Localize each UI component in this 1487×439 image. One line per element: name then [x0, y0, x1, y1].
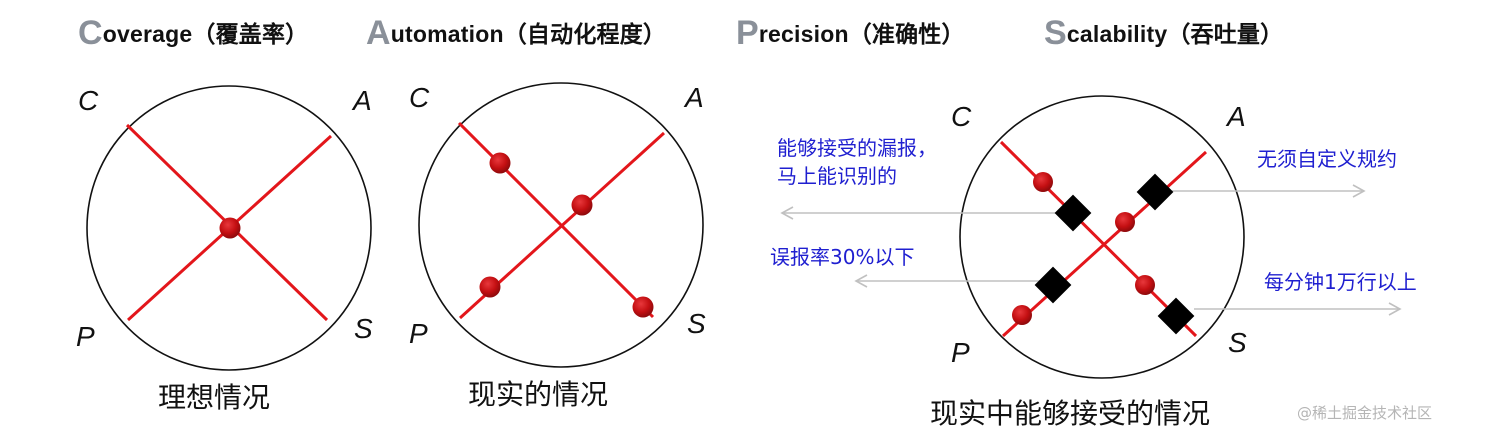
caption-ideal: 理想情况	[158, 381, 271, 414]
boundary-circle	[86, 85, 372, 371]
diagram-ideal: C A P S	[76, 85, 373, 371]
label-c: C	[951, 101, 972, 132]
axis-c-s	[457, 121, 655, 319]
point-automation	[1115, 212, 1135, 232]
point-coverage	[489, 152, 511, 174]
caption-acceptable: 现实中能够接受的情况	[930, 397, 1211, 430]
label-c: C	[409, 82, 430, 113]
boundary-circle	[959, 95, 1245, 379]
label-a: A	[1225, 101, 1246, 132]
label-s: S	[687, 308, 706, 339]
label-s: S	[1228, 327, 1247, 358]
title-text: recision（准确性）	[758, 21, 965, 47]
point-precision	[479, 276, 501, 298]
point-coverage	[1033, 172, 1053, 192]
caption-reality: 现实的情况	[468, 378, 609, 411]
point-automation	[571, 194, 593, 216]
label-c: C	[78, 85, 99, 116]
label-p: P	[76, 321, 95, 352]
axis-c-s	[999, 140, 1198, 338]
label-p: P	[409, 318, 428, 349]
title-initial: C	[78, 14, 103, 52]
axis-a-p	[1001, 150, 1208, 338]
title-scalability: Scalability（吞吐量）	[1044, 14, 1283, 53]
point-scalability	[1135, 275, 1155, 295]
title-automation: Automation（自动化程度）	[366, 14, 666, 53]
boundary-circle	[418, 82, 704, 368]
point-scalability	[632, 296, 654, 318]
title-text: calability（吞吐量）	[1066, 21, 1284, 47]
threshold-marker-coverage	[1054, 194, 1092, 232]
label-p: P	[951, 337, 970, 368]
diagram-acceptable: C A P S	[780, 95, 1402, 379]
title-initial: A	[366, 14, 391, 52]
note-coverage-line1: 能够接受的漏报，	[777, 136, 937, 160]
note-automation: 无须自定义规约	[1257, 147, 1397, 171]
title-text: utomation（自动化程度）	[390, 21, 667, 47]
note-scalability: 每分钟1万行以上	[1264, 270, 1417, 294]
point-precision	[1012, 305, 1032, 325]
title-coverage: Coverage（覆盖率）	[78, 14, 308, 53]
watermark: @稀土掘金技术社区	[1297, 404, 1433, 422]
label-a: A	[683, 82, 704, 113]
title-initial: S	[1044, 14, 1067, 52]
title-text: overage（覆盖率）	[102, 21, 309, 47]
threshold-marker-automation	[1136, 173, 1174, 211]
note-coverage: 能够接受的漏报， 马上能识别的	[777, 134, 937, 190]
title-precision: Precision（准确性）	[736, 14, 965, 53]
title-initial: P	[736, 14, 759, 52]
threshold-marker-precision	[1034, 266, 1072, 304]
note-precision: 误报率30%以下	[770, 245, 915, 269]
label-s: S	[354, 313, 373, 344]
label-a: A	[351, 85, 372, 116]
threshold-marker-scalability	[1157, 297, 1195, 335]
diagram-reality: C A P S	[409, 82, 706, 368]
note-coverage-line2: 马上能识别的	[777, 164, 897, 188]
point-ideal	[219, 217, 241, 239]
